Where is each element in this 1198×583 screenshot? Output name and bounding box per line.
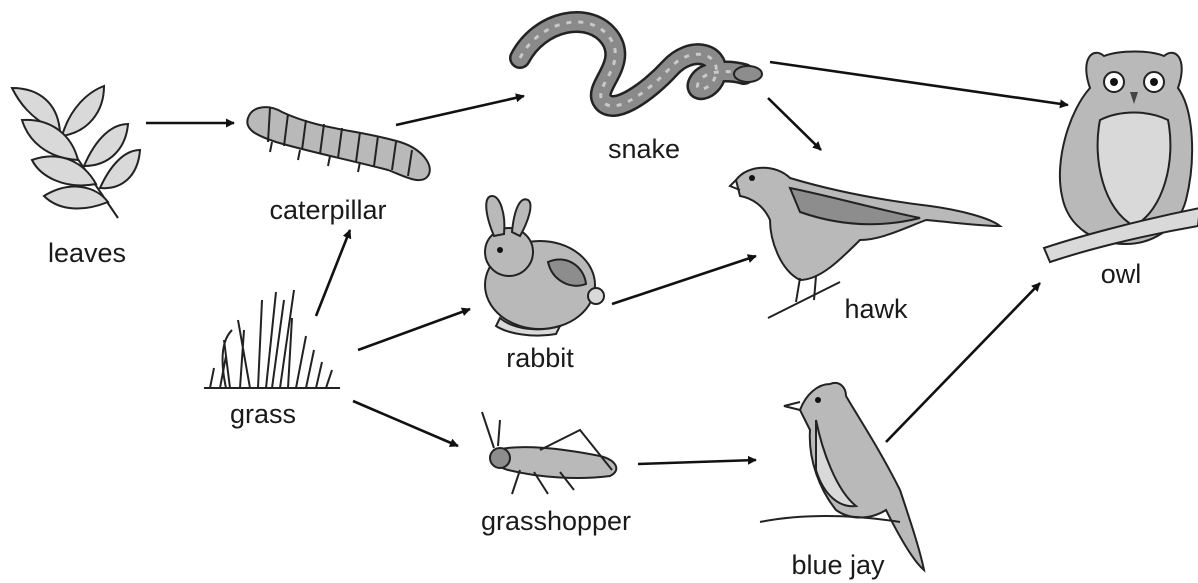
arrow-grass-to-grasshopper bbox=[353, 401, 458, 446]
label-rabbit: rabbit bbox=[506, 343, 574, 373]
label-blue-jay: blue jay bbox=[791, 550, 885, 580]
arrow-rabbit-to-hawk bbox=[612, 256, 756, 304]
arrow-snake-to-owl bbox=[770, 62, 1068, 105]
snake-picture bbox=[520, 22, 762, 106]
label-owl: owl bbox=[1101, 259, 1142, 289]
organism-labels: leaves caterpillar snake rabbit hawk owl… bbox=[48, 134, 1141, 580]
grasshopper-picture bbox=[482, 412, 616, 494]
arrow-grasshopper-to-blue-jay bbox=[638, 460, 756, 464]
label-caterpillar: caterpillar bbox=[269, 195, 386, 225]
label-leaves: leaves bbox=[48, 238, 126, 268]
blue-jay-picture bbox=[760, 383, 924, 570]
leaves-picture bbox=[12, 86, 140, 218]
label-grasshopper: grasshopper bbox=[481, 506, 631, 536]
label-grass: grass bbox=[230, 399, 296, 429]
rabbit-picture bbox=[485, 196, 604, 336]
caterpillar-picture bbox=[247, 107, 430, 180]
arrow-blue-jay-to-owl bbox=[886, 283, 1040, 442]
owl-picture bbox=[1044, 52, 1198, 263]
arrow-caterpillar-to-snake bbox=[396, 96, 524, 125]
label-hawk: hawk bbox=[844, 294, 908, 324]
arrow-grass-to-caterpillar bbox=[316, 230, 350, 316]
arrow-snake-to-hawk bbox=[768, 98, 821, 150]
arrow-grass-to-rabbit bbox=[358, 309, 470, 350]
label-snake: snake bbox=[608, 134, 680, 164]
